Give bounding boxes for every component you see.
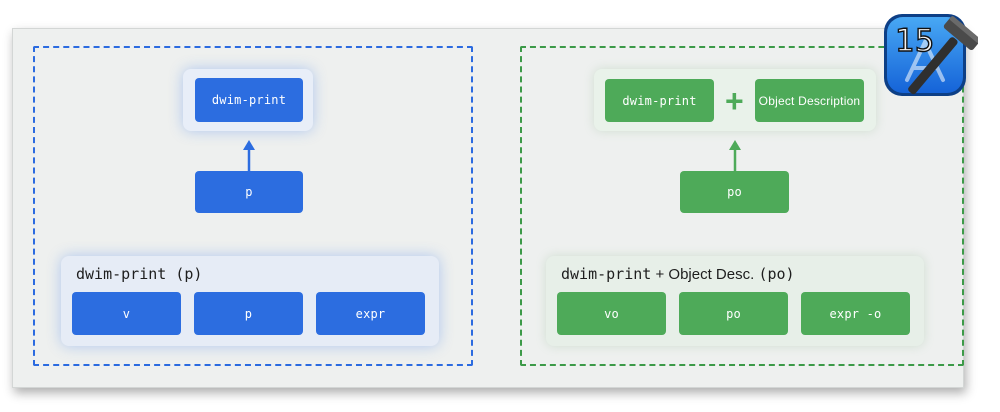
dwim-print-button: dwim-print <box>195 78 303 122</box>
up-arrow-green-icon <box>729 140 741 173</box>
vo-command-button: vo <box>557 292 666 335</box>
right-dashed-panel <box>520 46 964 366</box>
p-command-button: p <box>195 171 303 213</box>
plus-sign: + <box>725 83 744 119</box>
left-dashed-panel <box>33 46 473 366</box>
xcode-15-badge: 15 <box>882 10 981 110</box>
p-alias-button: p <box>194 292 303 335</box>
right-group-label-sans: + Object Desc. <box>655 266 755 283</box>
xcode-app-icon: 15 <box>884 14 981 96</box>
dwim-print-green-button: dwim-print <box>605 79 714 122</box>
badge-version-text: 15 <box>895 23 934 59</box>
expr-o-command-button: expr -o <box>801 292 910 335</box>
v-command-button: v <box>72 292 181 335</box>
po-alias-button: po <box>679 292 788 335</box>
expr-command-button: expr <box>316 292 425 335</box>
left-group-label: dwim-print (p) <box>76 265 203 283</box>
right-group-label-suffix: (po) <box>758 265 795 283</box>
object-description-button: Object Description <box>755 79 864 122</box>
right-group-label-mono: dwim-print <box>561 265 652 283</box>
po-command-button: po <box>680 171 789 213</box>
slide-canvas: dwim-print p dwim-print (p) v p expr dwi… <box>12 28 964 388</box>
up-arrow-icon <box>243 140 255 173</box>
right-group-label: dwim-print + Object Desc. (po) <box>561 265 795 283</box>
